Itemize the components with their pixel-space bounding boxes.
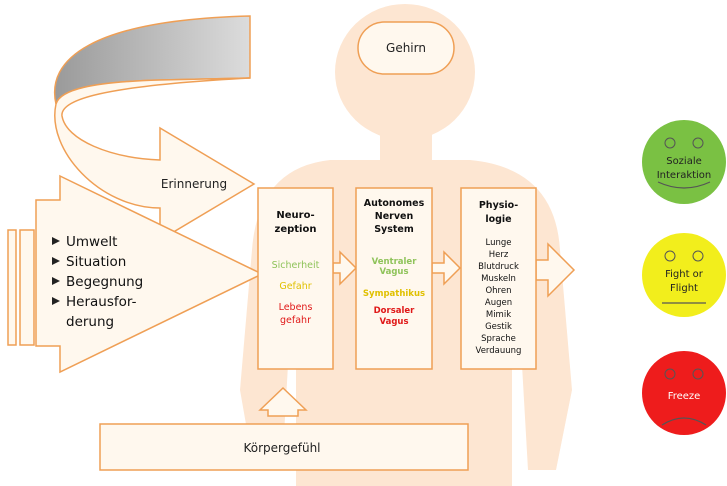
neuroception-state: Lebens bbox=[279, 302, 313, 313]
bullet-arrow-icon bbox=[52, 297, 60, 305]
input-item: Umwelt bbox=[66, 234, 117, 250]
input-arrow bbox=[7, 174, 264, 374]
neuroception-state: Gefahr bbox=[279, 281, 311, 292]
input-item: derung bbox=[66, 314, 114, 330]
ans-title: System bbox=[374, 224, 414, 235]
ans-title: Autonomes bbox=[364, 198, 425, 209]
physiology-content: Physio-logieLungeHerzBlutdruckMuskelnOhr… bbox=[476, 200, 522, 356]
physiology-item: Muskeln bbox=[481, 274, 516, 284]
ans-state: Vagus bbox=[379, 267, 408, 277]
neuroception-title: Neuro- bbox=[276, 210, 314, 221]
face-label: Flight bbox=[670, 283, 698, 294]
face-eye-icon bbox=[692, 250, 704, 262]
ans-title: Nerven bbox=[375, 211, 414, 222]
neuroception-state: Sicherheit bbox=[272, 260, 320, 271]
arrow-body-up bbox=[258, 386, 308, 417]
input-item: Herausfor- bbox=[66, 294, 137, 310]
face-label: Interaktion bbox=[657, 170, 712, 181]
memory-label: Erinnerung bbox=[161, 177, 227, 191]
input-item: Begegnung bbox=[66, 274, 143, 290]
state-face-icon bbox=[642, 351, 726, 435]
neuroception-box bbox=[257, 187, 334, 370]
physiology-box bbox=[460, 187, 537, 370]
physiology-title: logie bbox=[485, 214, 511, 225]
neuroception-state: gefahr bbox=[280, 315, 311, 326]
ans-state: Vagus bbox=[379, 317, 408, 327]
face-eye-icon bbox=[664, 368, 676, 380]
ans-state: Sympathikus bbox=[363, 289, 425, 299]
body-sense-label: Körpergefühl bbox=[243, 441, 320, 455]
face-label: Fight or bbox=[665, 269, 704, 280]
arrow-neuro-to-ans bbox=[332, 250, 358, 286]
bullet-arrow-icon bbox=[52, 237, 60, 245]
body-sense-box bbox=[99, 423, 469, 471]
ans-state: Dorsaler bbox=[374, 306, 416, 316]
physiology-item: Augen bbox=[485, 298, 512, 308]
face-eye-icon bbox=[692, 137, 704, 149]
ans-state: Ventraler bbox=[372, 257, 418, 267]
ans-content: AutonomesNervenSystemVentralerVagusSympa… bbox=[363, 198, 425, 327]
face-label: Freeze bbox=[668, 391, 701, 402]
bullet-arrow-icon bbox=[52, 277, 60, 285]
input-item: Situation bbox=[66, 254, 126, 270]
face-eye-icon bbox=[692, 368, 704, 380]
face-eye-icon bbox=[664, 250, 676, 262]
physiology-item: Herz bbox=[489, 250, 509, 260]
physiology-item: Sprache bbox=[481, 334, 516, 344]
face-label: Soziale bbox=[666, 156, 702, 167]
physiology-item: Lunge bbox=[486, 238, 512, 248]
ans-box bbox=[355, 187, 433, 370]
memory-arrow bbox=[54, 77, 256, 242]
physiology-title: Physio- bbox=[479, 200, 518, 211]
bullet-arrow-icon bbox=[52, 257, 60, 265]
neuroception-title: zeption bbox=[275, 224, 317, 235]
state-face-icon bbox=[642, 233, 726, 317]
face-eye-icon bbox=[664, 137, 676, 149]
gehirn-label: Gehirn bbox=[386, 41, 426, 55]
physiology-item: Ohren bbox=[485, 286, 511, 296]
physiology-item: Verdauung bbox=[476, 346, 522, 356]
arrow-physio-out bbox=[535, 242, 576, 298]
physiology-item: Mimik bbox=[486, 310, 511, 320]
gehirn-box bbox=[357, 21, 455, 75]
physiology-item: Blutdruck bbox=[478, 262, 519, 272]
face-mouth-icon bbox=[661, 417, 707, 426]
physiology-item: Gestik bbox=[485, 322, 512, 332]
state-face-icon bbox=[642, 120, 726, 204]
face-mouth-icon bbox=[657, 181, 711, 189]
arrow-ans-to-physio bbox=[431, 250, 462, 286]
